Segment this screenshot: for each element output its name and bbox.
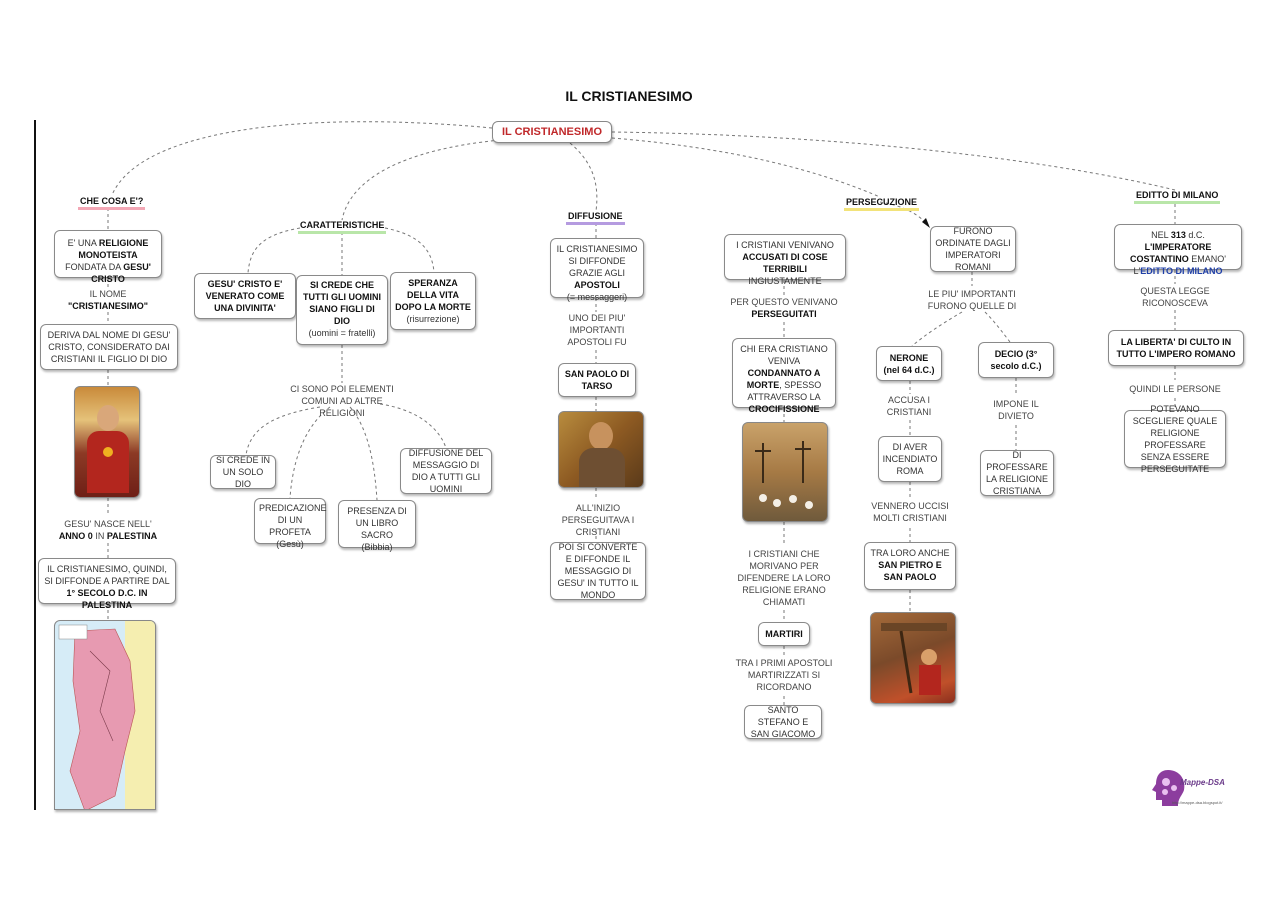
label-quindi-persone: QUINDI LE PERSONE — [1129, 384, 1221, 394]
category-caratteristiche: CARATTERISTICHE — [298, 220, 387, 234]
node-religione-monoteista: E' UNA RELIGIONE MONOTEISTA FONDATA DA G… — [54, 230, 162, 284]
label-piu-importanti: LE PIU' IMPORTANTI FURONO QUELLE DI — [927, 289, 1017, 311]
node-nerone: NERONE (nel 64 d.C.) — [876, 346, 942, 381]
node-santo-stefano: SANTO STEFANO E SAN GIACOMO — [744, 705, 822, 739]
node-condannato-a-morte: CHI ERA CRISTIANO VENIVA CONDANNATO A MO… — [732, 338, 836, 414]
node-grazie-apostoli: IL CRISTIANESIMO SI DIFFONDE GRAZIE AGLI… — [550, 238, 644, 302]
logo-url: http://mappe-dsa.blogspot.it/ — [1172, 800, 1223, 805]
node-si-converte: POI SI CONVERTE E DIFFONDE IL MESSAGGIO … — [550, 542, 646, 600]
label-uccisi-cristiani: VENNERO UCCISI MOLTI CRISTIANI — [871, 501, 949, 523]
node-decio: DECIO (3° secolo d.C.) — [978, 342, 1054, 378]
node-costantino: NEL 313 d.C. L'IMPERATORE COSTANTINO EMA… — [1114, 224, 1242, 276]
node-figli-di-dio: SI CREDE CHE TUTTI GLI UOMINI SIANO FIGL… — [296, 275, 388, 345]
label-elementi-comuni: CI SONO POI ELEMENTI COMUNI AD ALTRE REL… — [290, 384, 394, 418]
node-professare-religione: DI PROFESSARE LA RELIGIONE CRISTIANA — [980, 450, 1054, 496]
martyrdom-picture — [870, 612, 956, 704]
label-uno-dei-piu: UNO DEI PIU' IMPORTANTI APOSTOLI FU — [567, 313, 627, 347]
node-ordinate-imperatori: FURONO ORDINATE DAGLI IMPERATORI ROMANI — [930, 226, 1016, 272]
label-perseguitati: PER QUESTO VENIVANO PERSEGUITATI — [730, 297, 838, 319]
root-node: IL CRISTIANESIMO — [492, 121, 612, 143]
node-scegliere-religione: POTEVANO SCEGLIERE QUALE RELIGIONE PROFE… — [1124, 404, 1226, 474]
jesus-picture — [74, 386, 140, 498]
label-inizio-perseguitava: ALL'INIZIO PERSEGUITAVA I CRISTIANI — [561, 503, 635, 537]
node-deriva-dal-nome: DERIVA DAL NOME DI GESU' CRISTO, CONSIDE… — [40, 324, 178, 370]
node-predicazione-profeta: PREDICAZIONE DI UN PROFETA(Gesù) — [254, 498, 327, 549]
crucifixion-picture — [742, 422, 828, 522]
node-san-paolo: SAN PAOLO DI TARSO — [558, 363, 636, 397]
node-gesu-venerato: GESU' CRISTO E' VENERATO COME UNA DIVINI… — [194, 273, 296, 319]
node-speranza-vita: SPERANZA DELLA VITA DOPO LA MORTE(risurr… — [390, 272, 476, 330]
san-paolo-picture — [558, 411, 644, 488]
node-libro-sacro: PRESENZA DI UN LIBRO SACRO(Bibbia) — [338, 500, 416, 552]
logo-name: Mappe-DSA — [1180, 778, 1225, 787]
node-incendiato-roma: DI AVER INCENDIATO ROMA — [878, 436, 942, 482]
category-che-cosa: CHE COSA E'? — [78, 196, 146, 210]
left-border-line — [34, 120, 36, 810]
label-impone-divieto: IMPONE IL DIVIETO — [993, 399, 1039, 421]
label-questa-legge: QUESTA LEGGE RICONOSCEVA — [1140, 286, 1210, 308]
page-title: IL CRISTIANESIMO — [565, 88, 693, 104]
category-persecuzione: PERSECUZIONE — [844, 197, 920, 211]
label-primi-apostoli: TRA I PRIMI APOSTOLI MARTIRIZZATI SI RIC… — [735, 658, 833, 692]
category-editto: EDITTO DI MILANO — [1134, 190, 1221, 204]
node-martiri: MARTIRI — [758, 622, 810, 646]
mappe-dsa-logo — [1148, 766, 1248, 810]
label-il-nome: IL NOME"CRISTIANESIMO" — [67, 289, 149, 311]
node-accusati: I CRISTIANI VENIVANO ACCUSATI DI COSE TE… — [724, 234, 846, 286]
node-un-solo-dio: SI CREDE IN UN SOLO DIO — [210, 455, 276, 489]
node-diffusione-messaggio: DIFFUSIONE DEL MESSAGGIO DI DIO A TUTTI … — [400, 448, 492, 494]
label-gesu-nasce: GESU' NASCE NELL'ANNO 0 IN PALESTINA — [58, 519, 158, 541]
palestine-map-picture — [54, 620, 156, 810]
label-cristiani-morivano: I CRISTIANI CHE MORIVANO PER DIFENDERE L… — [737, 549, 831, 607]
node-si-diffonde-palestina: IL CRISTIANESIMO, QUINDI, SI DIFFONDE A … — [38, 558, 176, 610]
node-liberta-di-culto: LA LIBERTA' DI CULTO IN TUTTO L'IMPERO R… — [1108, 330, 1244, 366]
category-diffusione: DIFFUSIONE — [566, 211, 625, 225]
label-accusa-cristiani: ACCUSA I CRISTIANI — [886, 395, 932, 417]
